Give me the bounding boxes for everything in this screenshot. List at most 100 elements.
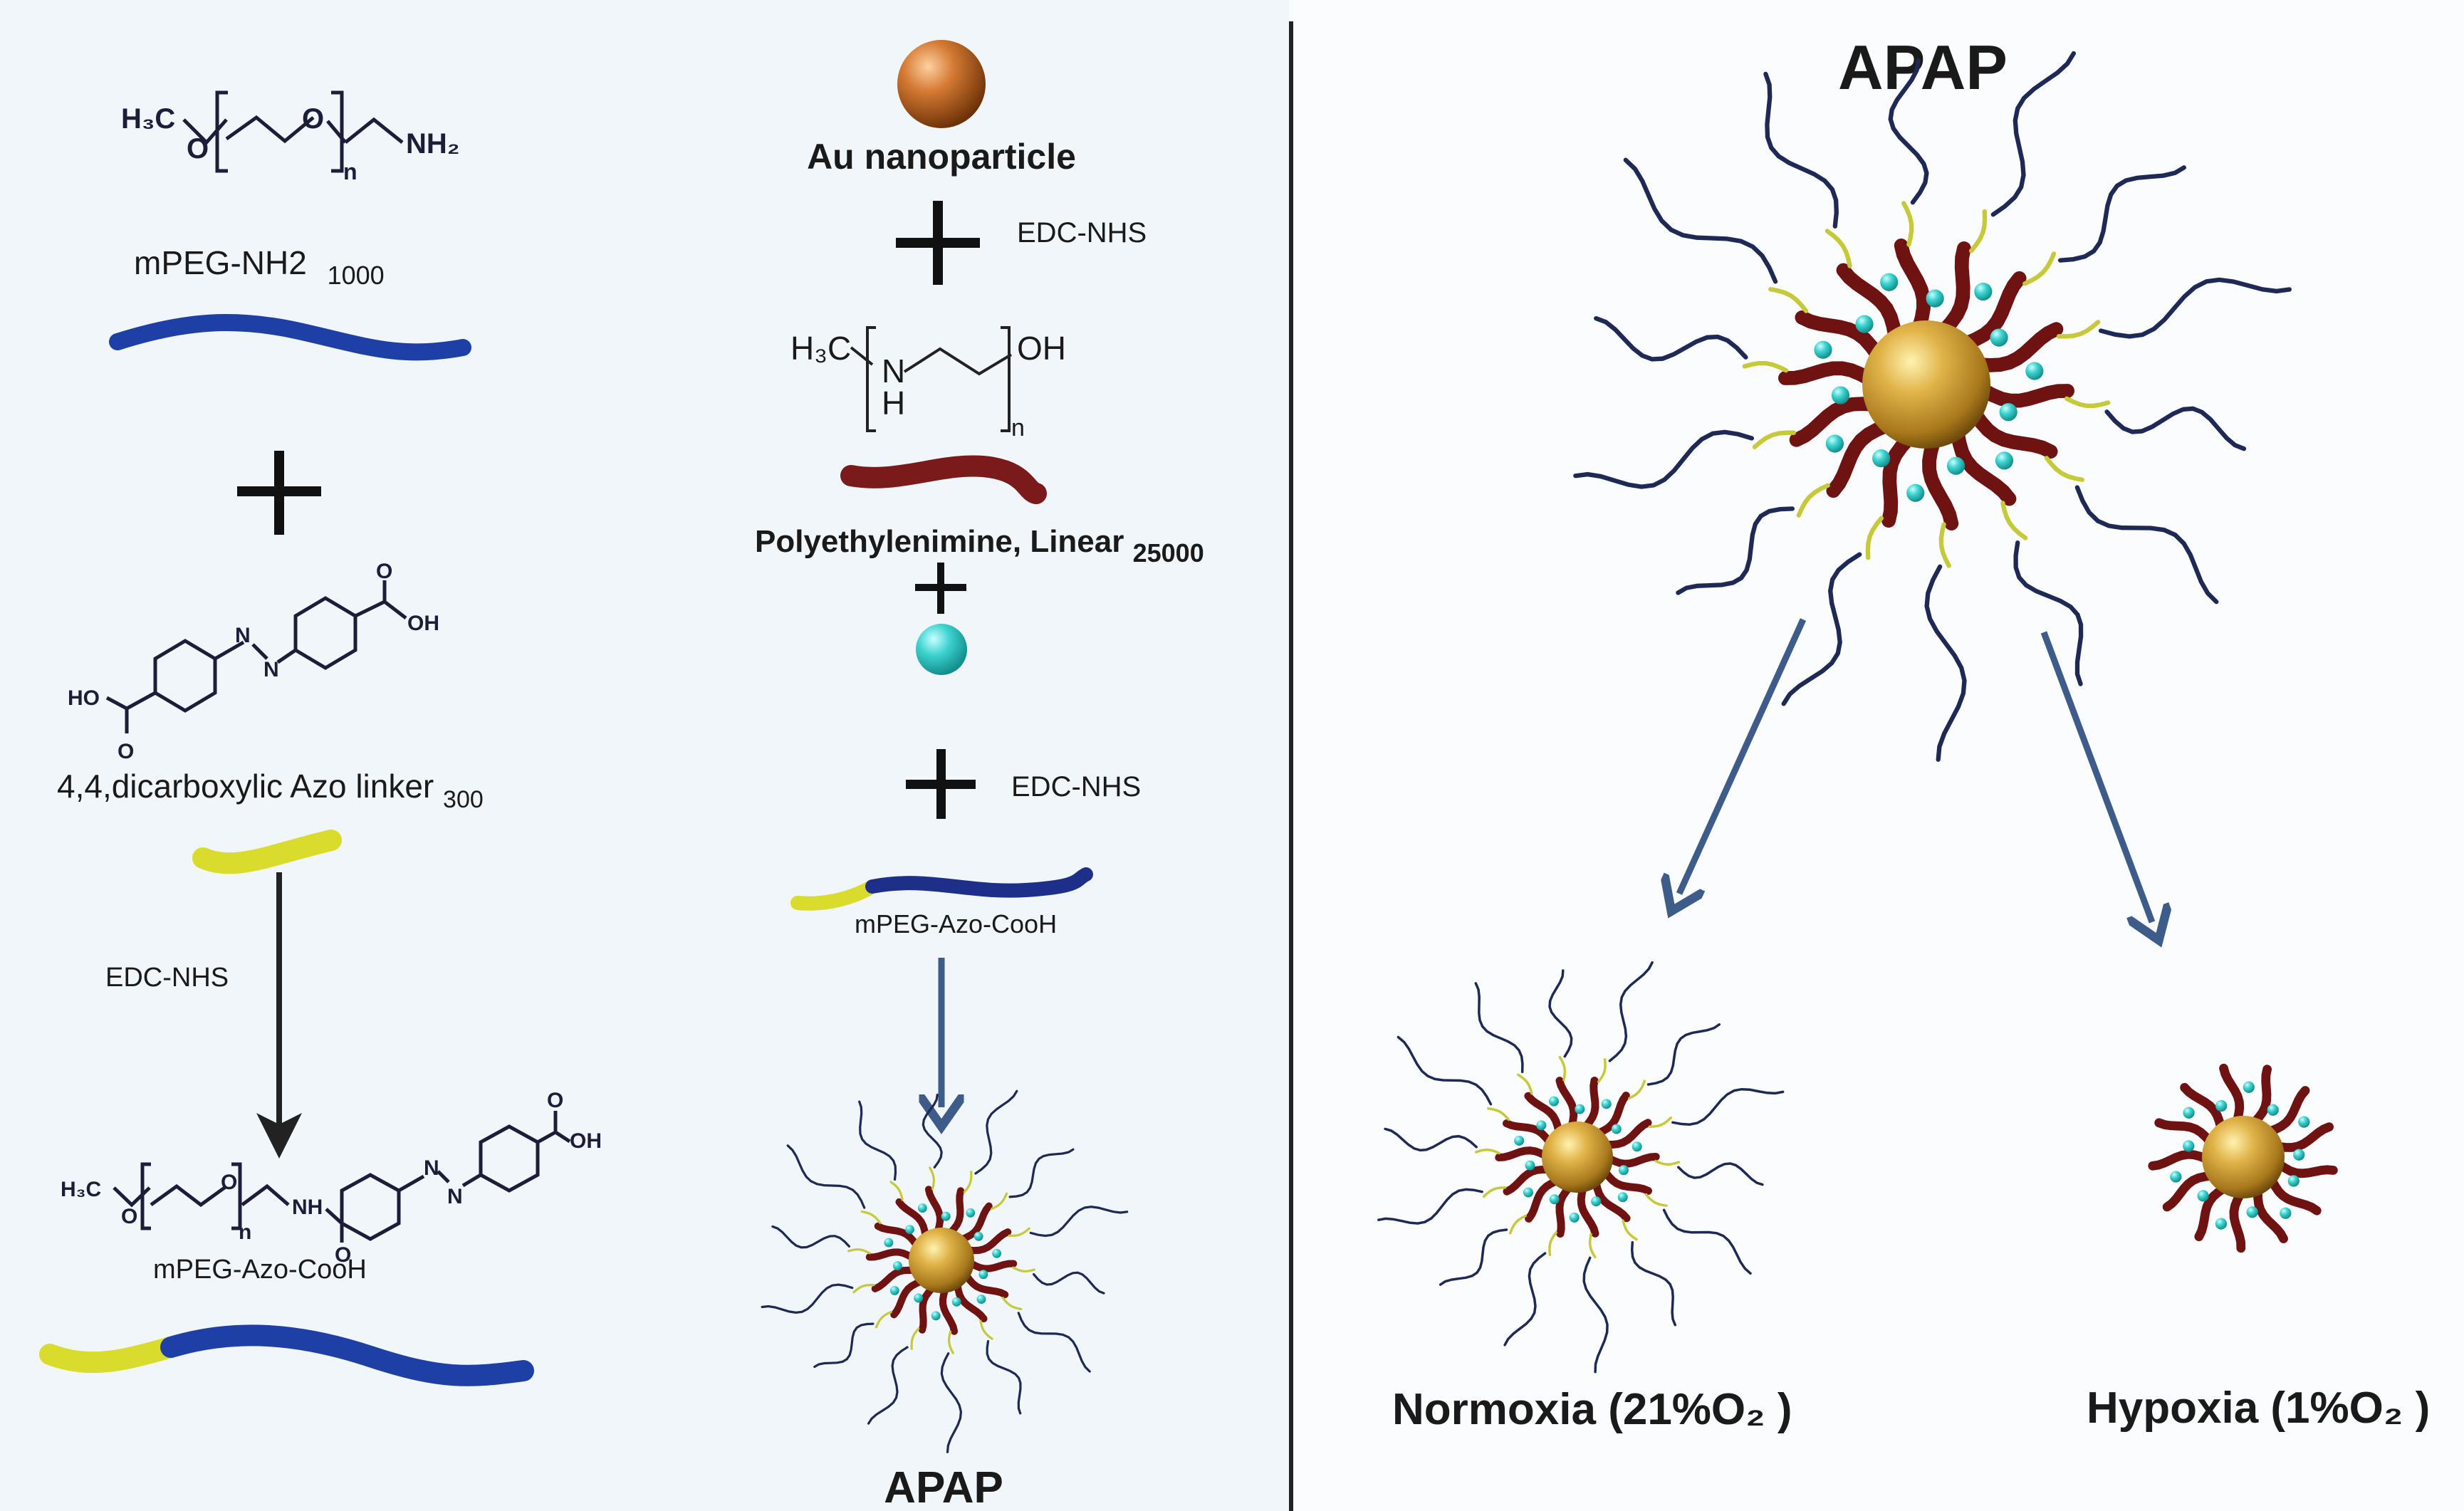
- pei-arm: [890, 1277, 925, 1319]
- azo-label-main: 4,4,dicarboxylic Azo linker: [57, 768, 434, 805]
- pei-arm: [1525, 1177, 1560, 1223]
- cargo-bead: [2183, 1107, 2195, 1119]
- cargo-bead: [1591, 1196, 1602, 1207]
- pei-label: Polyethylenimine, Linear 25000: [755, 524, 1204, 568]
- cargo-bead: [889, 1285, 899, 1295]
- pei-arm: [2162, 1171, 2216, 1212]
- cargo-bead: [2246, 1206, 2258, 1218]
- pei-arm: [918, 1285, 936, 1334]
- peg-tail: [1623, 157, 1778, 284]
- cargo-bead: [1906, 483, 1925, 502]
- cargo-bead: [992, 1248, 1002, 1258]
- cargo-bead: [2197, 1190, 2209, 1202]
- azo-linker: [1482, 1186, 1507, 1198]
- pei-arm: [1555, 1077, 1578, 1130]
- pei-h3c: H₃C: [790, 330, 851, 367]
- product-nh: NH: [292, 1196, 323, 1219]
- arrow-to-normoxia: [1679, 618, 1807, 894]
- peg-tail: [1474, 982, 1524, 1074]
- cargo-bead: [916, 624, 967, 675]
- azo-linker: [1938, 522, 1951, 568]
- pei-arm: [2267, 1176, 2322, 1215]
- pei-structure: H₃C N H OH n: [790, 326, 1066, 441]
- peg-tail: [1573, 429, 1755, 489]
- pei-arm: [895, 1198, 929, 1240]
- azo-linker: [947, 1330, 954, 1354]
- cargo-bead: [1536, 1120, 1547, 1131]
- pei-arm: [1922, 434, 1959, 530]
- cargo-bead: [892, 1261, 902, 1271]
- cargo-bead: [1990, 328, 2008, 347]
- peg-tail: [771, 1225, 851, 1249]
- peg-tail: [940, 1352, 963, 1453]
- azo-ho: HO: [68, 686, 100, 710]
- cargo-bead: [1825, 434, 1844, 453]
- peg-h3c: H₃C: [121, 103, 175, 135]
- cargo-bead: [951, 1297, 961, 1307]
- cargo-bead: [1514, 1135, 1525, 1146]
- product-h3c: H₃C: [61, 1178, 101, 1201]
- azo-linker: [1644, 1193, 1668, 1207]
- peg-tail: [1662, 1208, 1752, 1275]
- cargo-bead: [976, 1295, 986, 1305]
- azo-linker: [1008, 1227, 1030, 1238]
- product-o2: O: [221, 1171, 237, 1194]
- azo-linker: [2044, 456, 2084, 482]
- pei-arm: [1881, 432, 1916, 528]
- pei-arm: [2148, 1149, 2211, 1171]
- pei-arm: [1503, 1166, 1552, 1196]
- cargo-bead: [973, 1231, 983, 1241]
- product-structure: H₃C O O n NH O N N O OH: [61, 1089, 602, 1267]
- peg-tail: [867, 1346, 909, 1425]
- pei-arm: [965, 1228, 1012, 1255]
- cargo-bead: [1632, 1141, 1642, 1152]
- azo-linker: [1628, 1079, 1646, 1100]
- cargo-bead: [917, 1203, 927, 1213]
- azo-o1: O: [376, 560, 392, 583]
- peg-tail: [1008, 1148, 1075, 1198]
- azo-linker: [979, 1319, 993, 1340]
- cargo-bead: [1617, 1192, 1628, 1203]
- arrow-to-hypoxia: [2040, 631, 2152, 922]
- plus-sign-mid-1: [896, 201, 980, 285]
- peg-tail: [1548, 969, 1573, 1058]
- product-oh: OH: [570, 1129, 602, 1153]
- pei-arm: [963, 1272, 1009, 1299]
- left-step-label: EDC-NHS: [105, 963, 229, 993]
- azo-linker: [852, 1283, 875, 1294]
- peg-tail: [1630, 1240, 1677, 1327]
- apap-nanoparticle-large: [1573, 51, 2292, 762]
- hypoxia-label: Hypoxia (1%O₂ ): [2087, 1384, 2430, 1433]
- right-title: APAP: [1838, 32, 2008, 103]
- pei-arm: [1789, 397, 1879, 447]
- cargo-bead: [1523, 1187, 1533, 1198]
- peg-tail: [1608, 961, 1654, 1062]
- azo-linker: [1796, 483, 1830, 518]
- pei-arm: [1973, 322, 2064, 372]
- peg-label-main: mPEG-NH2: [134, 244, 307, 281]
- peg-tail: [1646, 1023, 1721, 1086]
- peg-tail: [2098, 277, 2292, 339]
- pei-arm: [2253, 1186, 2288, 1243]
- pei-h: H: [882, 385, 905, 422]
- azo-linker: [929, 1166, 936, 1191]
- peg-o2: O: [302, 103, 324, 135]
- gold-core: [2202, 1116, 2285, 1198]
- cargo-bead: [2298, 1116, 2310, 1128]
- peg-chain-blue: [109, 314, 471, 361]
- cargo-bead: [1995, 451, 2014, 470]
- pei-arm: [1605, 1153, 1660, 1168]
- peg-tail: [1990, 51, 2077, 217]
- cargo-bead: [931, 1311, 941, 1321]
- azo-linker: [1001, 1297, 1023, 1311]
- cargo-bead: [2170, 1171, 2182, 1183]
- cargo-bead: [2293, 1149, 2305, 1161]
- cargo-bead: [1974, 282, 1993, 301]
- apap-nanoparticle-mid: [761, 1089, 1129, 1453]
- product-chain-blue: [160, 1324, 534, 1386]
- pei-arm: [1602, 1168, 1652, 1195]
- cargo-bead: [2280, 1207, 2292, 1219]
- gold-core: [1862, 320, 1990, 449]
- azo-n2: N: [263, 658, 279, 681]
- pei-arm: [1577, 1184, 1599, 1238]
